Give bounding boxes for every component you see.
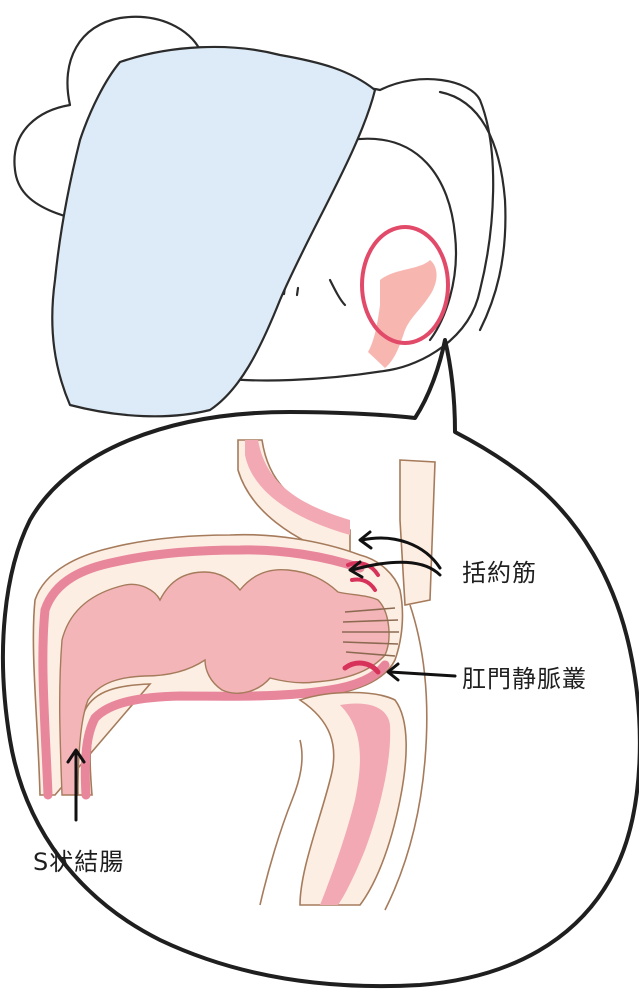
label-sigmoid-colon: S状結腸	[33, 842, 124, 877]
label-hemorrhoidal-plexus: 肛門静脈叢	[462, 659, 587, 694]
label-sphincter: 括約筋	[462, 553, 537, 588]
